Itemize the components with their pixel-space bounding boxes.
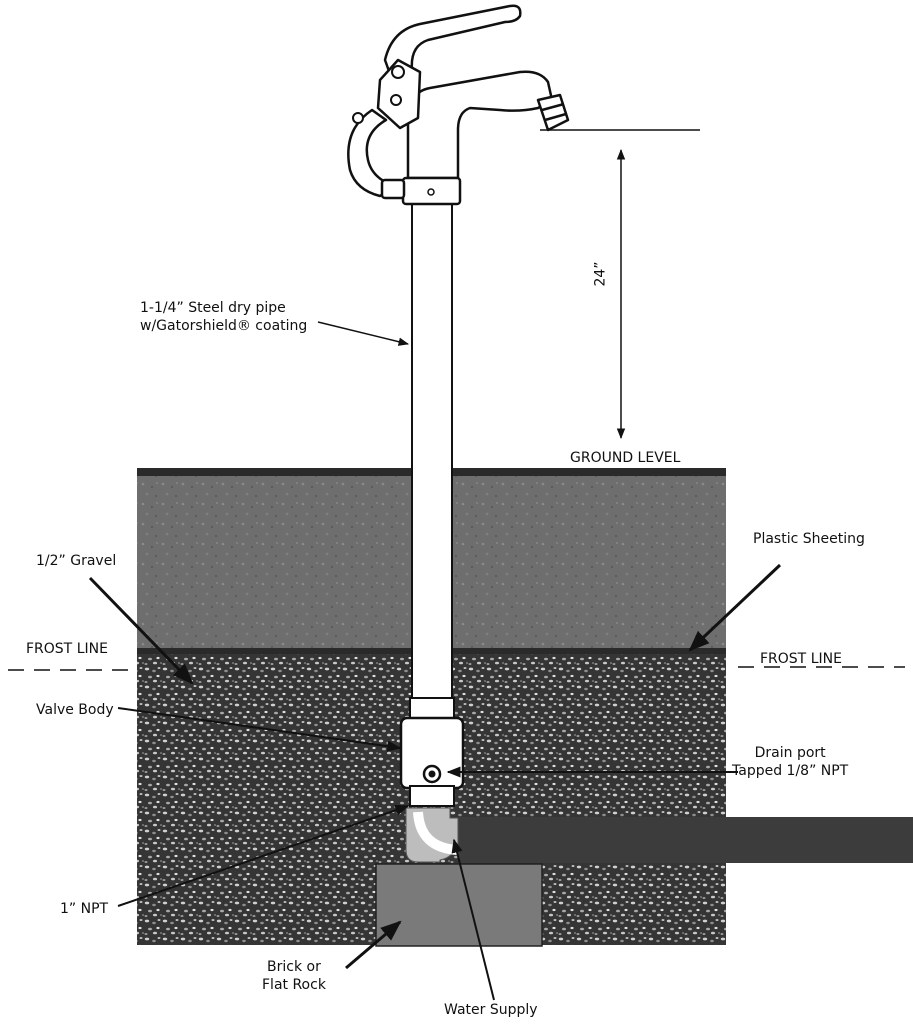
npt-leader	[117, 804, 410, 907]
plastic-sheeting-line-right	[453, 648, 726, 654]
pipe-label: 1-1/4” Steel dry pipe w/Gatorshield® coa…	[140, 299, 307, 335]
gravel-left	[137, 653, 412, 945]
pipe-label-line1: 1-1/4” Steel dry pipe	[140, 300, 286, 316]
gravel-leader	[88, 576, 194, 685]
drain-port-label-line1: Drain port	[754, 745, 826, 761]
water-supply-label: Water Supply	[444, 1002, 538, 1018]
water-supply-leader	[451, 838, 495, 1001]
drain-port-label: Drain port Tapped 1/8” NPT	[732, 744, 848, 780]
valve-body-leader	[117, 707, 402, 752]
pivot-bolt-upper	[391, 65, 405, 79]
drain-port-core	[428, 770, 436, 778]
plastic-sheeting-leader	[688, 563, 782, 652]
valve-coupling	[409, 697, 455, 721]
frost-line-left-label: FROST LINE	[26, 641, 108, 657]
ground-level-line	[137, 468, 412, 476]
drain-port-label-line2: Tapped 1/8” NPT	[732, 763, 849, 779]
pivot-bolt-mid	[390, 94, 402, 106]
npt-label: 1” NPT	[60, 901, 109, 917]
frost-line-right-label: FROST LINE	[760, 651, 842, 667]
dimension-label: 24”	[592, 261, 609, 287]
brick-label: Brick or Flat Rock	[262, 958, 326, 994]
ground-level-label: GROUND LEVEL	[570, 450, 681, 466]
dry-pipe	[411, 199, 453, 701]
brick-label-line2: Flat Rock	[262, 977, 326, 993]
plastic-sheeting-label: Plastic Sheeting	[753, 531, 865, 547]
plastic-sheeting-line	[137, 648, 412, 654]
hydrant-head	[347, 4, 570, 206]
ground-level-line-right	[453, 468, 726, 476]
pipe-label-line2: w/Gatorshield® coating	[140, 318, 308, 334]
brick-label-line1: Brick or	[267, 959, 321, 975]
pivot-bolt-lower	[352, 112, 364, 124]
collar-screw	[427, 188, 435, 196]
valve-body-label: Valve Body	[36, 702, 114, 718]
brick-leader	[345, 920, 402, 970]
pipe-leader	[317, 321, 410, 346]
soil-left	[137, 475, 412, 650]
gravel-label: 1/2” Gravel	[36, 553, 117, 569]
valve-lower	[409, 785, 455, 807]
brick-block	[375, 863, 543, 947]
water-supply-pipe	[458, 817, 913, 863]
soil-right	[453, 475, 726, 650]
elbow-bend	[413, 811, 459, 855]
